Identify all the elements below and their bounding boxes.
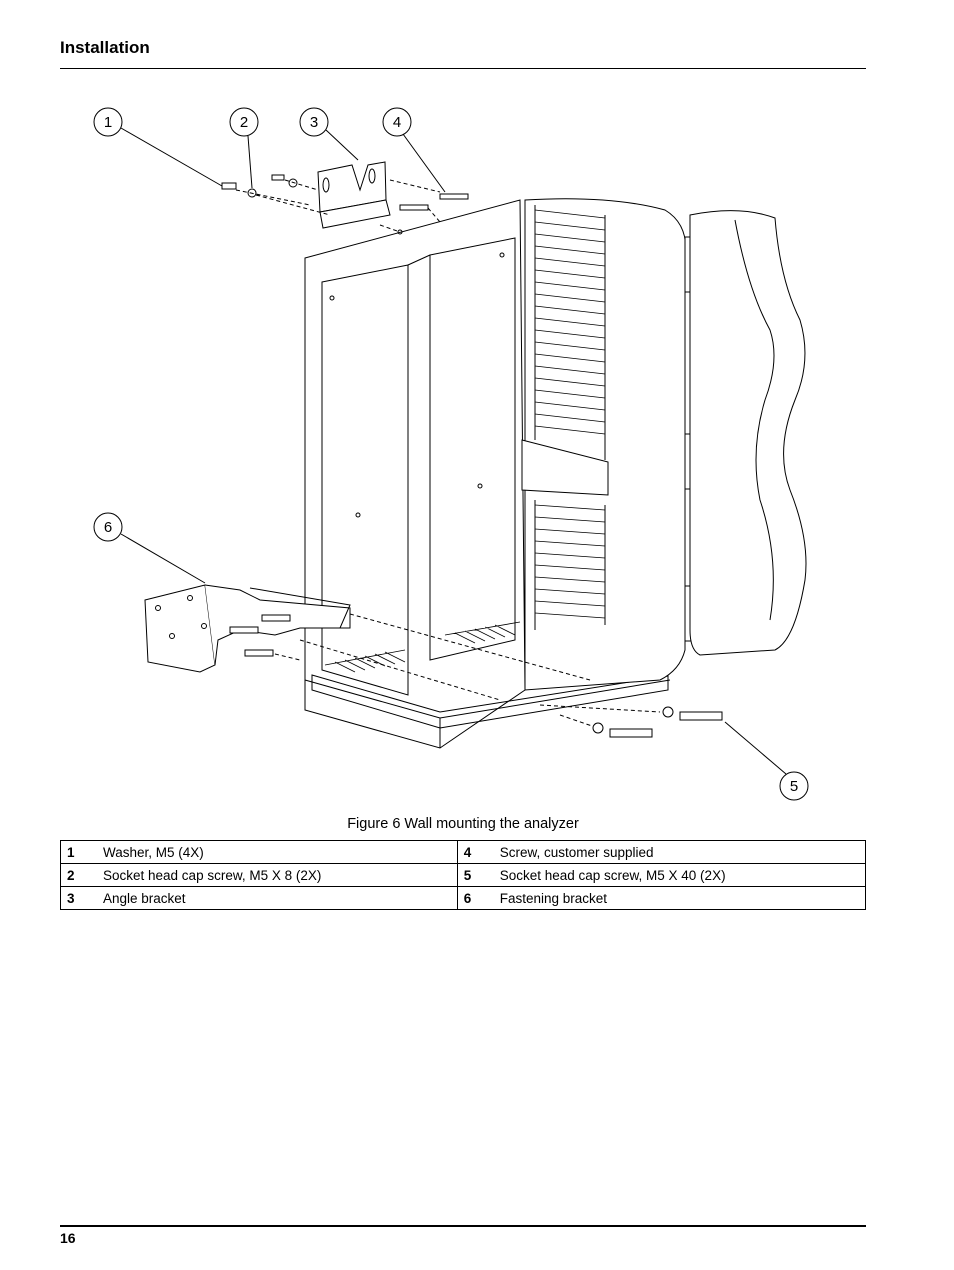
page-number: 16: [60, 1230, 76, 1246]
callout-6: 6: [104, 519, 112, 536]
legend-number: 3: [60, 886, 89, 910]
callout-circle-2: [229, 107, 259, 137]
legend-number: 5: [456, 863, 486, 887]
legend-number: 4: [456, 840, 486, 864]
legend-text: Socket head cap screw, M5 X 40 (2X): [485, 863, 866, 887]
footer-rule: [60, 1225, 866, 1227]
legend-text: Angle bracket: [89, 886, 458, 910]
legend-text: Washer, M5 (4X): [89, 840, 458, 864]
callout-circle-3: [299, 107, 329, 137]
wall-mount-illustration: 1 2 3 4 5 6: [93, 107, 809, 801]
legend-text: Fastening bracket: [485, 886, 866, 910]
legend-table: 1 Washer, M5 (4X) 4 Screw, customer supp…: [60, 840, 866, 910]
header-rule: [60, 68, 866, 69]
callout-5: 5: [790, 778, 798, 795]
legend-text: Socket head cap screw, M5 X 8 (2X): [89, 863, 458, 887]
legend-row: 1 Washer, M5 (4X) 4 Screw, customer supp…: [60, 840, 866, 864]
installation-figure: 1 2 3 4 5 6: [60, 90, 866, 810]
legend-text: Screw, customer supplied: [485, 840, 866, 864]
callout-circle-4: [382, 107, 412, 137]
figure-caption: Figure 6 Wall mounting the analyzer: [347, 816, 579, 832]
legend-row: 3 Angle bracket 6 Fastening bracket: [60, 886, 866, 910]
callout-4: 4: [393, 114, 401, 131]
legend-number: 1: [60, 840, 89, 864]
callout-circle-5: [779, 771, 809, 801]
legend-number: 2: [60, 863, 89, 887]
callout-1: 1: [104, 114, 112, 131]
callout-3: 3: [310, 114, 318, 131]
callout-circle-6: [93, 512, 123, 542]
legend-number: 6: [456, 886, 486, 910]
callout-circle-1: [93, 107, 123, 137]
callout-2: 2: [240, 114, 248, 131]
section-title: Installation: [60, 38, 150, 57]
legend-row: 2 Socket head cap screw, M5 X 8 (2X) 5 S…: [60, 863, 866, 887]
